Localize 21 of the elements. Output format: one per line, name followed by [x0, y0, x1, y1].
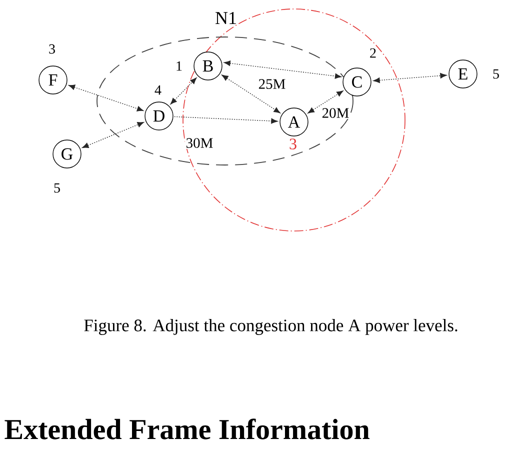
edge-label: 20M — [320, 107, 350, 119]
node-number: 4 — [154, 85, 162, 95]
arrow — [222, 74, 280, 114]
node-number: 5 — [54, 183, 60, 193]
arrow — [82, 122, 144, 148]
arrow — [224, 60, 342, 79]
node-number: 3 — [290, 138, 296, 150]
arrow — [174, 116, 278, 124]
arrow — [170, 78, 197, 104]
arrow — [373, 72, 447, 84]
node-number: 1 — [176, 61, 182, 71]
ellipse-label: N1 — [216, 12, 236, 24]
section-heading: Extended Frame Information — [4, 418, 370, 440]
node-number: 3 — [49, 44, 55, 54]
node-number: 5 — [493, 69, 499, 79]
figure-caption: Figure 8. Adjust the congestion node A power levels. — [84, 319, 458, 335]
arrow — [68, 84, 144, 112]
edge-label: 30M — [184, 137, 214, 149]
edge-label: 25M — [257, 78, 287, 90]
arrow — [308, 90, 344, 114]
node-number: 2 — [370, 48, 376, 58]
